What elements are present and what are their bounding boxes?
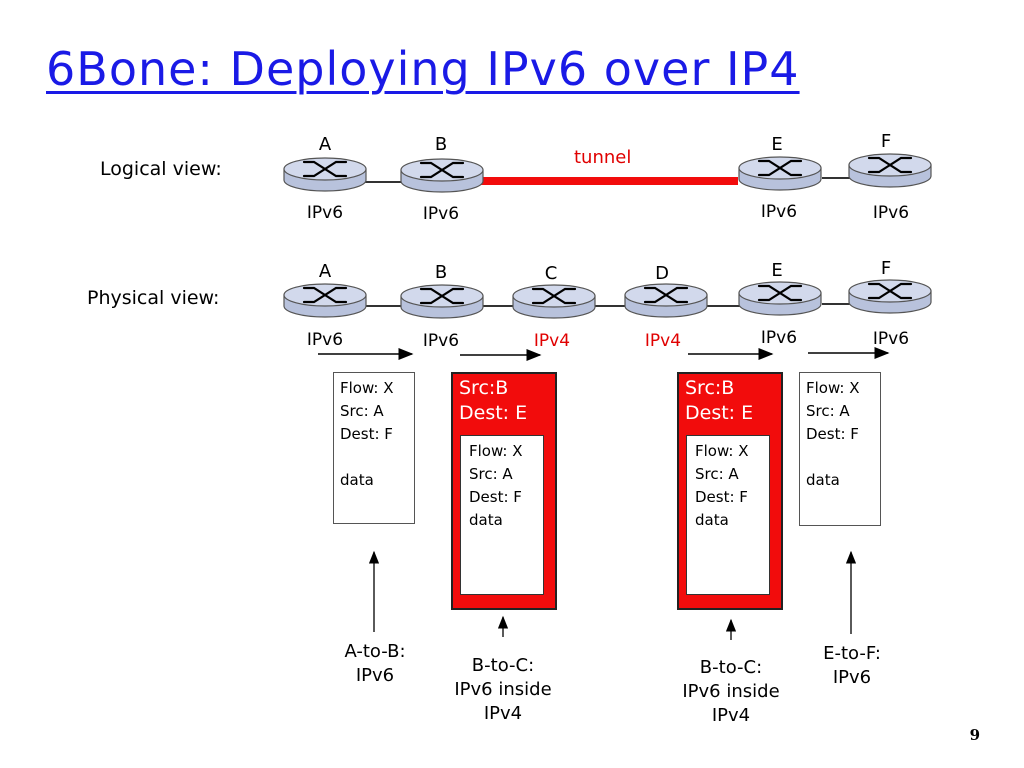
logical-router-f-ip: IPv6 bbox=[872, 203, 910, 223]
logical-router-e-icon bbox=[738, 156, 822, 191]
outer-src: Src:B bbox=[459, 377, 509, 399]
packet-dest: Dest: F bbox=[806, 425, 859, 443]
caption-line: IPv4 bbox=[711, 705, 751, 726]
caption-line: E-to-F: bbox=[823, 643, 881, 664]
caption-line: B-to-C: bbox=[699, 657, 763, 678]
slide-title: 6Bone: Deploying IPv6 over IP4 bbox=[46, 42, 800, 96]
page-number: 9 bbox=[969, 726, 980, 744]
packet-src: Src: A bbox=[695, 465, 739, 483]
physical-router-a-ip: IPv6 bbox=[306, 330, 344, 350]
packet-flow: Flow: X bbox=[695, 442, 749, 460]
packet-src: Src: A bbox=[340, 402, 384, 420]
logical-router-a-name: A bbox=[318, 134, 332, 155]
physical-router-d-name: D bbox=[655, 263, 669, 284]
outer-dest: Dest: E bbox=[459, 402, 528, 424]
physical-router-e-name: E bbox=[771, 260, 783, 281]
logical-router-b-name: B bbox=[434, 134, 448, 155]
packet-flow: Flow: X bbox=[340, 379, 394, 397]
physical-router-b-name: B bbox=[434, 262, 448, 283]
logical-router-f-icon bbox=[848, 153, 932, 188]
logical-router-e-name: E bbox=[771, 134, 783, 155]
caption-line: A-to-B: bbox=[344, 641, 406, 662]
physical-router-e-ip: IPv6 bbox=[760, 328, 798, 348]
packet-flow: Flow: X bbox=[469, 442, 523, 460]
physical-router-b-ip: IPv6 bbox=[422, 331, 460, 351]
packet-d-to-e-outer: Src:B Dest: E Flow: X Src: A Dest: F dat… bbox=[677, 372, 783, 610]
packet-src: Src: A bbox=[469, 465, 513, 483]
logical-router-a-icon bbox=[283, 157, 367, 192]
physical-router-c-icon bbox=[512, 284, 596, 319]
caption-d-to-e: B-to-C: IPv6 inside IPv4 bbox=[666, 656, 796, 728]
logical-router-e-ip: IPv6 bbox=[760, 202, 798, 222]
physical-router-a-icon bbox=[283, 283, 367, 318]
caption-line: B-to-C: bbox=[471, 655, 535, 676]
packet-data: data bbox=[469, 511, 503, 529]
packet-d-to-e-inner: Flow: X Src: A Dest: F data bbox=[686, 435, 770, 595]
packet-data: data bbox=[340, 471, 374, 489]
physical-router-c-name: C bbox=[544, 263, 558, 284]
physical-router-e-icon bbox=[738, 281, 822, 316]
logical-router-f-name: F bbox=[880, 131, 892, 152]
tunnel-label: tunnel bbox=[574, 147, 632, 168]
packet-b-to-c-outer: Src:B Dest: E Flow: X Src: A Dest: F dat… bbox=[451, 372, 557, 610]
caption-line: IPv6 bbox=[355, 665, 395, 686]
caption-a-to-b: A-to-B: IPv6 bbox=[325, 640, 425, 688]
packet-dest: Dest: F bbox=[695, 488, 748, 506]
packet-e-to-f: Flow: X Src: A Dest: F data bbox=[799, 372, 881, 526]
outer-src: Src:B bbox=[685, 377, 735, 399]
caption-line: IPv6 bbox=[832, 667, 872, 688]
packet-dest: Dest: F bbox=[340, 425, 393, 443]
outer-dest: Dest: E bbox=[685, 402, 754, 424]
packet-b-to-c-inner: Flow: X Src: A Dest: F data bbox=[460, 435, 544, 595]
packet-src: Src: A bbox=[806, 402, 850, 420]
logical-view-label: Logical view: bbox=[100, 158, 222, 180]
caption-e-to-f: E-to-F: IPv6 bbox=[802, 642, 902, 690]
physical-router-f-name: F bbox=[880, 258, 892, 279]
logical-router-b-icon bbox=[400, 158, 484, 193]
caption-line: IPv4 bbox=[483, 703, 523, 724]
packet-a-to-b: Flow: X Src: A Dest: F data bbox=[333, 372, 415, 524]
caption-b-to-c: B-to-C: IPv6 inside IPv4 bbox=[438, 654, 568, 726]
physical-router-c-ip: IPv4 bbox=[533, 331, 571, 351]
packet-data: data bbox=[806, 471, 840, 489]
logical-router-a-ip: IPv6 bbox=[306, 203, 344, 223]
physical-router-d-ip: IPv4 bbox=[644, 331, 682, 351]
physical-router-d-icon bbox=[624, 283, 708, 318]
packet-dest: Dest: F bbox=[469, 488, 522, 506]
logical-router-b-ip: IPv6 bbox=[422, 204, 460, 224]
caption-line: IPv6 inside bbox=[682, 681, 780, 702]
physical-view-label: Physical view: bbox=[87, 287, 220, 309]
physical-router-a-name: A bbox=[318, 261, 332, 282]
packet-data: data bbox=[695, 511, 729, 529]
physical-router-b-icon bbox=[400, 284, 484, 319]
caption-line: IPv6 inside bbox=[454, 679, 552, 700]
physical-router-f-ip: IPv6 bbox=[872, 329, 910, 349]
packet-flow: Flow: X bbox=[806, 379, 860, 397]
physical-router-f-icon bbox=[848, 279, 932, 314]
